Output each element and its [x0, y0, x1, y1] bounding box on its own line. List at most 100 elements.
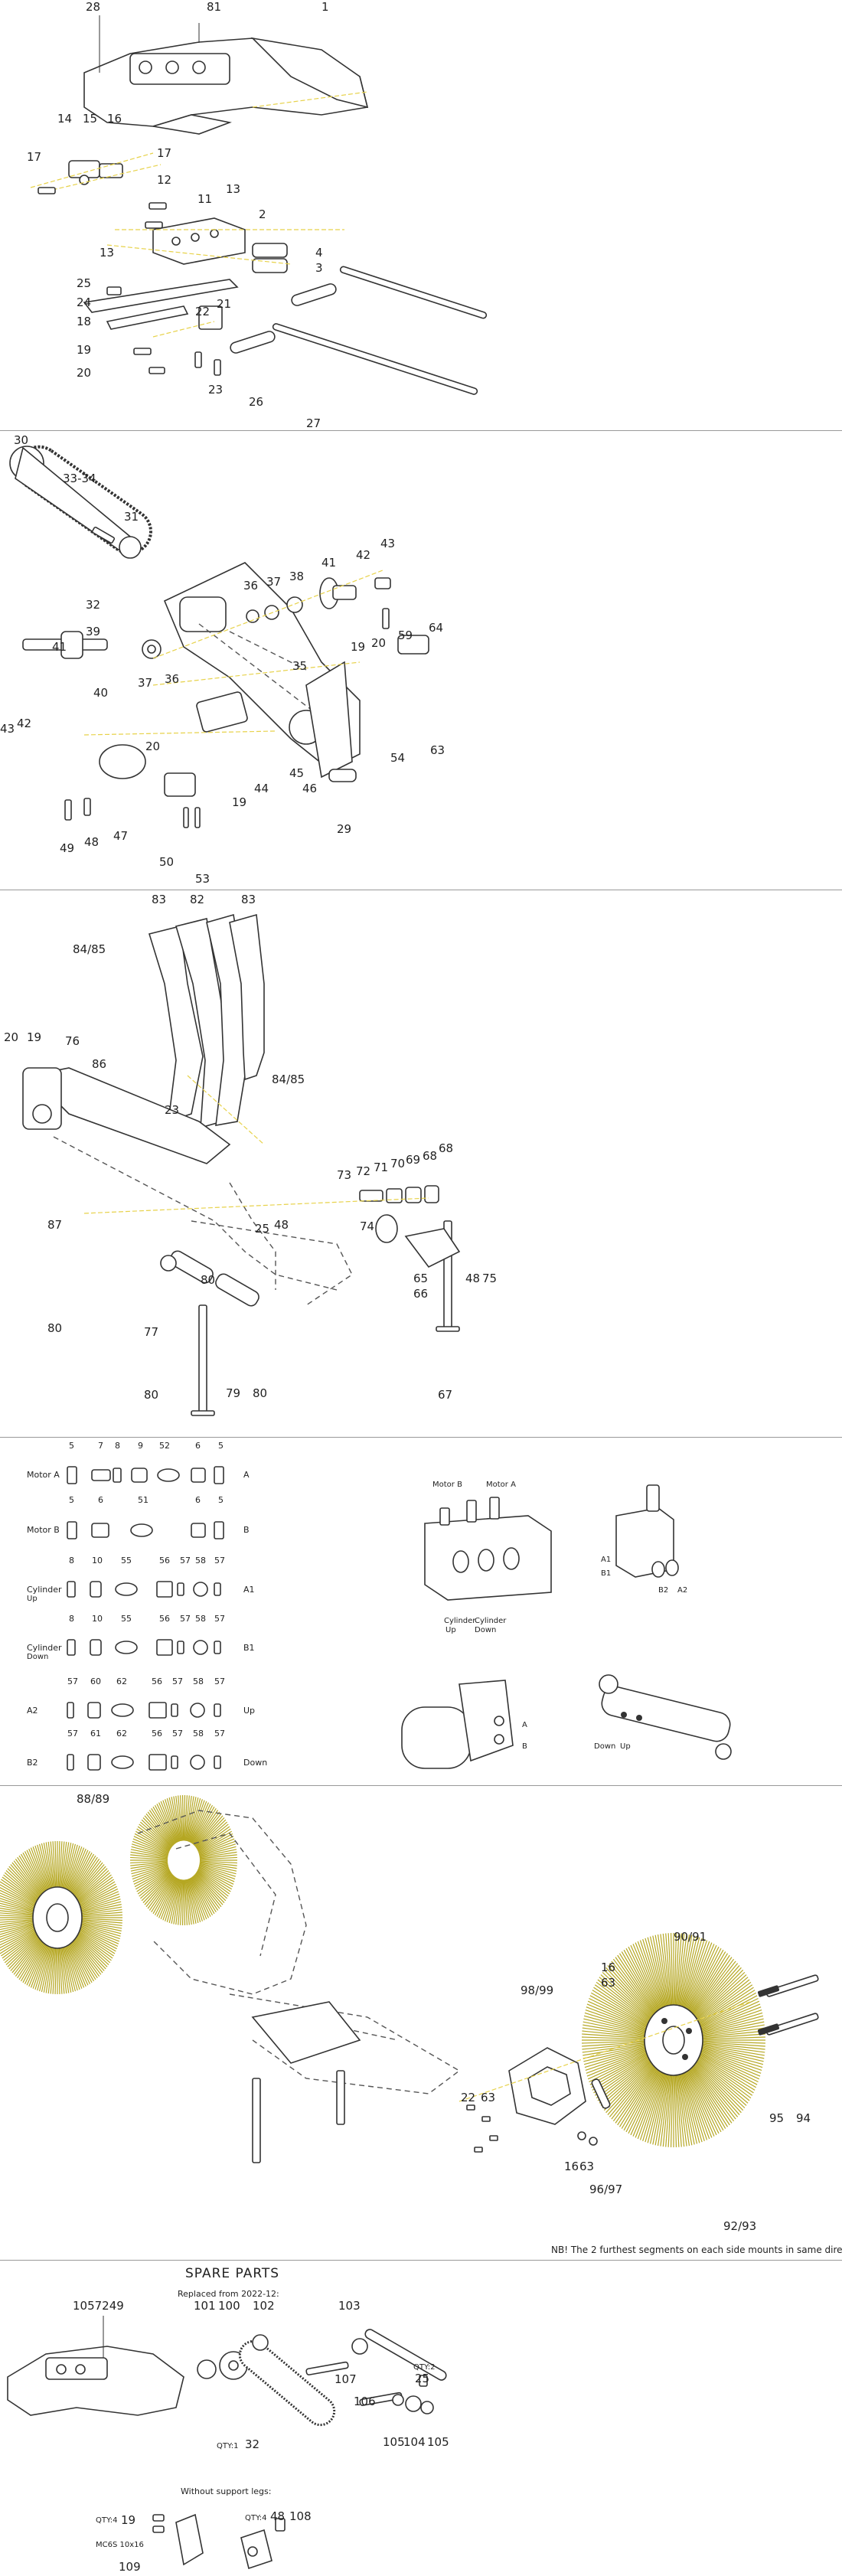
- bristle: [130, 1863, 168, 1872]
- bristle: [700, 2030, 765, 2039]
- bristle: [684, 2068, 713, 2138]
- callout: 27: [306, 416, 321, 429]
- bristle: [198, 1866, 234, 1885]
- bristle: [194, 1873, 224, 1905]
- bristle: [628, 1946, 661, 2013]
- bristle: [2, 1876, 41, 1906]
- bristle: [617, 1954, 658, 2016]
- bristle: [77, 1918, 122, 1924]
- bristle: [700, 2041, 765, 2047]
- bristle: [603, 1969, 654, 2019]
- bristle: [698, 2052, 759, 2083]
- bristle: [75, 1891, 119, 1911]
- bristle: [191, 1802, 209, 1843]
- callout: 49: [60, 841, 74, 855]
- bristle: [700, 2048, 763, 2068]
- callout: 42: [17, 717, 31, 730]
- bristle: [130, 1862, 168, 1869]
- fitting-number: 62: [116, 1677, 127, 1686]
- bristle: [593, 2055, 650, 2094]
- section-divider: [0, 430, 842, 431]
- directional-valve-drawing: Motor B Motor A Cylinder Up Cylinder Dow…: [424, 1481, 552, 1634]
- cylinder-drawing: [160, 1250, 259, 1307]
- bristle: [0, 1921, 39, 1933]
- bristle: [589, 2052, 649, 2083]
- bristle: [34, 1845, 51, 1896]
- bristle: [674, 2072, 677, 2147]
- fitting-number: 58: [193, 1729, 204, 1739]
- bristle: [625, 1948, 660, 2013]
- bristle: [695, 2059, 747, 2106]
- bristle: [652, 2071, 668, 2145]
- callout: 84/85: [73, 942, 106, 956]
- callout: 4: [315, 246, 323, 260]
- bristle: [194, 1874, 220, 1909]
- bristle: [71, 1866, 106, 1903]
- bristle: [647, 2071, 667, 2143]
- callout: 67: [438, 1388, 452, 1402]
- bristle: [689, 1953, 729, 2015]
- bristle: [0, 1919, 38, 1925]
- bristle: [65, 1938, 86, 1987]
- bristle: [662, 1933, 671, 2009]
- bristle: [696, 1979, 750, 2023]
- bristle: [130, 1851, 168, 1859]
- bristle: [597, 2058, 651, 2101]
- fitting-number: 5: [69, 1441, 74, 1451]
- row-motor-a: Motor A 5 7 8 9 52 6 5 A: [27, 1441, 250, 1484]
- bristle: [189, 1878, 205, 1921]
- bristle: [7, 1868, 43, 1904]
- bristle: [675, 1933, 682, 2009]
- bristle: [77, 1912, 122, 1917]
- shafts-drawing: [757, 1974, 819, 2036]
- bristle: [628, 2068, 661, 2134]
- bristle: [680, 1937, 700, 2010]
- panel3-callouts: 83 82 83 84/85 86 84/85 20 19 76 23 73 7…: [4, 893, 497, 1402]
- bristle: [73, 1872, 111, 1905]
- bristle: [695, 2059, 749, 2104]
- bristle: [186, 1879, 194, 1925]
- brush-disc-right: [582, 1933, 765, 2147]
- bristle: [67, 1851, 91, 1899]
- fitting-number: 56: [152, 1729, 162, 1739]
- fitting-number: 57: [67, 1729, 78, 1739]
- bristle: [692, 2062, 739, 2117]
- callout: 54: [390, 751, 405, 765]
- bristle: [0, 1895, 39, 1912]
- callout: 1057249: [73, 2299, 124, 2313]
- bristle: [4, 1931, 42, 1964]
- bristle: [43, 1843, 54, 1895]
- bristle: [132, 1864, 168, 1877]
- bristle: [583, 2045, 647, 2059]
- bristle: [680, 2071, 700, 2143]
- bristle: [583, 2046, 648, 2065]
- callout: 44: [254, 782, 269, 795]
- valve-label: Up: [445, 1626, 456, 1634]
- fitting-number: 57: [172, 1729, 183, 1739]
- bristle: [57, 1841, 60, 1895]
- bristle: [676, 1933, 685, 2009]
- callout: 16: [107, 112, 122, 126]
- bristle: [1, 1928, 41, 1957]
- bristle: [670, 2072, 674, 2147]
- fitting-number: 57: [172, 1677, 183, 1686]
- bristle: [639, 1940, 664, 2011]
- bristle: [141, 1872, 171, 1902]
- bristle: [41, 1939, 54, 1993]
- fitting-number: 10: [92, 1614, 103, 1624]
- bristle: [64, 1939, 80, 1990]
- bristle: [134, 1867, 170, 1888]
- bristle: [190, 1877, 207, 1920]
- bristle: [60, 1842, 70, 1895]
- bristle: [43, 1940, 54, 1993]
- bristle: [1, 1879, 41, 1907]
- bristle: [586, 2049, 648, 2074]
- bristle: [130, 1849, 168, 1858]
- bristle: [677, 2072, 687, 2147]
- bristle: [34, 1939, 51, 1990]
- bristle: [192, 1876, 215, 1915]
- row-label: Cylinder: [27, 1585, 62, 1595]
- callout: 102: [253, 2299, 275, 2313]
- bristle: [699, 2000, 760, 2029]
- bristle: [69, 1856, 98, 1900]
